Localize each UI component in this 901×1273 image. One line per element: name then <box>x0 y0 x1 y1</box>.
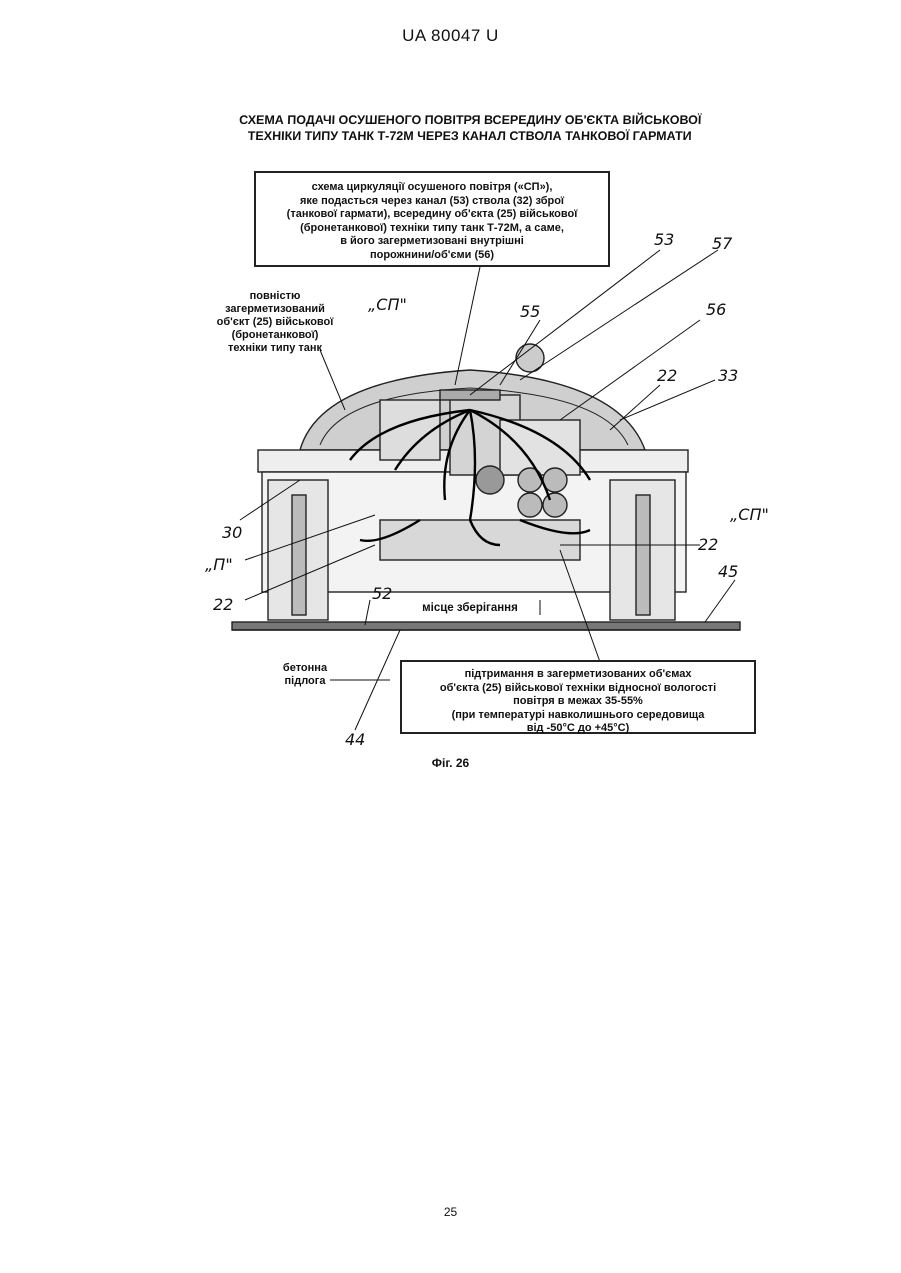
label-line: підлога <box>255 675 355 688</box>
ref-52: 52 <box>372 584 392 603</box>
ref-30: 30 <box>222 523 242 542</box>
air-circulation-callout: схема циркуляції осушеного повітря («СП»… <box>254 171 610 267</box>
callout-line: в його загерметизовані внутрішні <box>262 235 602 249</box>
label-line: об'єкт (25) військової <box>200 316 350 329</box>
label-line: техніки типу танк <box>200 342 350 355</box>
storage-place-label: місце зберігання <box>400 602 540 615</box>
label-line: повністю <box>200 290 350 303</box>
ref-22-top: 22 <box>657 366 677 385</box>
label-line: (бронетанкової) <box>200 329 350 342</box>
figure-caption: Фіг. 26 <box>0 756 901 770</box>
callout-line: яке подасться через канал (53) ствола (3… <box>262 195 602 209</box>
figure-title: СХЕМА ПОДАЧІ ОСУШЕНОГО ПОВІТРЯ ВСЕРЕДИНУ… <box>199 112 740 144</box>
marker-sp-left: „СП" <box>368 295 407 314</box>
callout-line: від -50°С до +45°С) <box>408 722 748 736</box>
callout-line: схема циркуляції осушеного повітря («СП»… <box>262 181 602 195</box>
ref-45: 45 <box>718 562 738 581</box>
label-line: бетонна <box>255 662 355 675</box>
concrete-floor-label: бетонна підлога <box>255 662 355 688</box>
sealed-tank-label: повністю загерметизований об'єкт (25) ві… <box>200 290 350 355</box>
ref-33: 33 <box>718 366 738 385</box>
figure-title-line-2: ТЕХНІКИ ТИПУ ТАНК Т-72М ЧЕРЕЗ КАНАЛ СТВО… <box>199 128 740 144</box>
ref-57: 57 <box>712 234 732 253</box>
humidity-callout: підтримання в загерметизованих об'ємах о… <box>400 660 756 734</box>
ref-56: 56 <box>706 300 726 319</box>
callout-line: об'єкта (25) військової техніки відносно… <box>408 682 748 696</box>
callout-line: (бронетанкової) техніки типу танк Т-72М,… <box>262 222 602 236</box>
callout-line: підтримання в загерметизованих об'ємах <box>408 668 748 682</box>
ref-55: 55 <box>520 302 540 321</box>
ref-53: 53 <box>654 230 674 249</box>
callout-line: порожнини/об'єми (56) <box>262 249 602 263</box>
callout-line: (танкової гармати), всередину об'єкта (2… <box>262 208 602 222</box>
patent-header: UA 80047 U <box>0 26 901 46</box>
figure-title-line-1: СХЕМА ПОДАЧІ ОСУШЕНОГО ПОВІТРЯ ВСЕРЕДИНУ… <box>200 112 741 128</box>
ref-22-left: 22 <box>213 595 233 614</box>
ref-22-right: 22 <box>698 535 718 554</box>
marker-sp-right: „СП" <box>730 505 769 524</box>
callout-line: (при температурі навколишнього середовищ… <box>408 709 748 723</box>
page-number: 25 <box>0 1205 901 1219</box>
marker-p: „П" <box>205 555 233 574</box>
ref-44: 44 <box>345 730 365 749</box>
label-line: загерметизований <box>200 303 350 316</box>
concrete-floor <box>232 622 740 630</box>
callout-line: повітря в межах 35-55% <box>408 695 748 709</box>
